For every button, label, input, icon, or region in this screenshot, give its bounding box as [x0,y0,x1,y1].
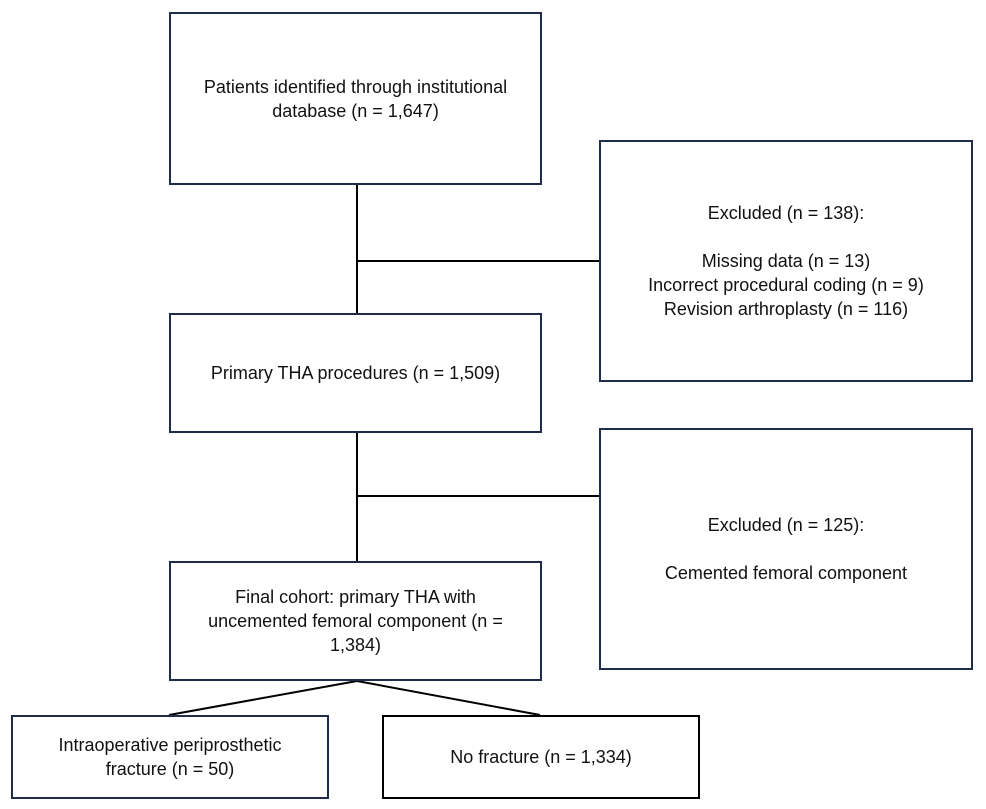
connector-final-to-no-fracture [356,680,541,716]
identified-patients-box: Patients identified through institutiona… [169,12,542,185]
excluded-second-heading: Excluded (n = 125): [707,515,865,535]
no-fracture-text: No fracture (n = 1,334) [450,747,632,767]
final-cohort-text: Final cohort: primary THA with uncemente… [208,587,503,655]
excluded-first-box: Excluded (n = 138): Missing data (n = 13… [599,140,973,382]
final-cohort-box: Final cohort: primary THA with uncemente… [169,561,542,681]
connector-final-to-fracture [168,680,358,716]
no-fracture-box: No fracture (n = 1,334) [382,715,700,799]
excluded-revision-arthroplasty: Revision arthroplasty (n = 116) [663,299,909,319]
excluded-cemented-component: Cemented femoral component [664,563,908,583]
excluded-first-heading: Excluded (n = 138): [707,203,865,223]
fracture-box: Intraoperative periprosthetic fracture (… [11,715,329,799]
identified-patients-text: Patients identified through institutiona… [203,76,508,121]
excluded-incorrect-coding: Incorrect procedural coding (n = 9) [648,275,924,295]
fracture-text: Intraoperative periprosthetic fracture (… [58,735,282,779]
excluded-second-box: Excluded (n = 125): Cemented femoral com… [599,428,973,670]
excluded-missing-data: Missing data (n = 13) [701,251,871,271]
primary-tha-box: Primary THA procedures (n = 1,509) [169,313,542,433]
primary-tha-text: Primary THA procedures (n = 1,509) [210,363,501,383]
